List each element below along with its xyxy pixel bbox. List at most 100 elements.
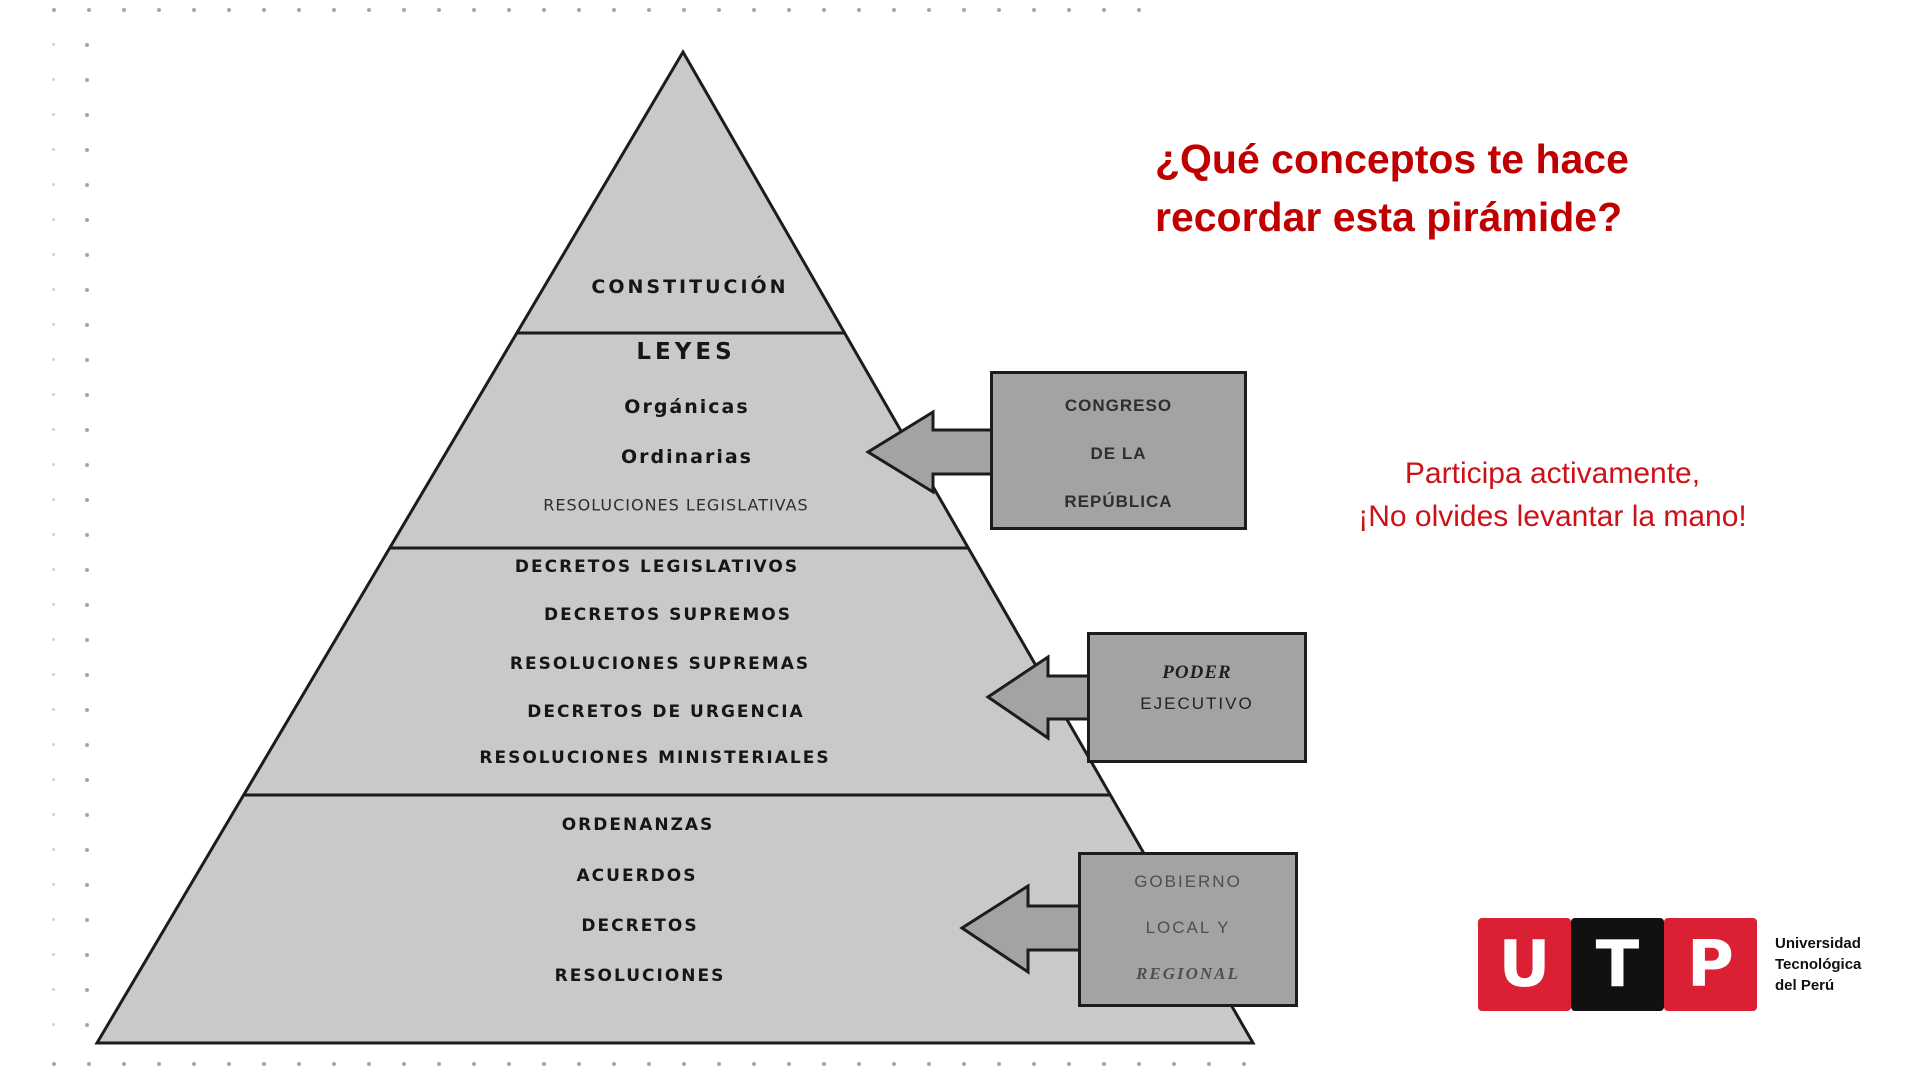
grid-dot [227,8,231,12]
grid-dot [52,533,55,536]
grid-dot [612,1062,616,1066]
grid-dot [85,778,89,782]
pyramid-label-decretos-legislativos: DECRETOS LEGISLATIVOS [514,557,800,577]
grid-dot [367,1062,371,1066]
grid-dot [52,183,55,186]
grid-dot [1207,1062,1211,1066]
pyramid-label-resoluciones-legislativas: RESOLUCIONES LEGISLATIVAS [543,495,809,515]
grid-dot [52,568,55,571]
grid-dot [87,8,91,12]
grid-dot [52,288,55,291]
grid-dot [85,183,89,187]
grid-dot [1102,1062,1106,1066]
grid-dot [85,393,89,397]
grid-dot [52,113,55,116]
pyramid-label-resoluciones: RESOLUCIONES [554,966,726,986]
grid-dot [332,8,336,12]
callout-gobierno-line-2: LOCAL Y [1145,918,1231,937]
grid-dot [52,78,55,81]
callout-ejecutivo-line-2: EJECUTIVO [1140,694,1254,713]
grid-dot [52,883,55,886]
participation-note-line-1: Participa activamente, [1404,457,1701,490]
grid-dot [402,8,406,12]
grid-dot [85,568,89,572]
grid-dot [85,43,89,47]
grid-dot [717,1062,721,1066]
grid-dot [85,253,89,257]
grid-dot [52,848,55,851]
pyramid-label-leyes: LEYES [636,339,736,365]
grid-dot [962,8,966,12]
grid-dot [52,918,55,921]
pyramid-label-decretos-supremos: DECRETOS SUPREMOS [544,605,792,625]
grid-dot [52,778,55,781]
grid-dot [892,1062,896,1066]
grid-dot [297,1062,301,1066]
grid-dot [927,1062,931,1066]
grid-dot [227,1062,231,1066]
grid-dot [52,253,55,256]
grid-dot [682,1062,686,1066]
grid-dot [857,8,861,12]
logo-wordmark-line-2: Tecnológica [1775,956,1862,973]
grid-dot [85,953,89,957]
grid-dot [1067,1062,1071,1066]
grid-dot [85,323,89,327]
grid-dot [52,323,55,326]
grid-dot [87,1062,91,1066]
question-title: ¿Qué conceptos te hace recordar esta pir… [1155,130,1629,246]
callout-congreso: CONGRESO DE LA REPÚBLICA [990,371,1247,530]
grid-dot [1102,8,1106,12]
grid-dot [52,988,55,991]
grid-dot [192,8,196,12]
grid-dot [542,8,546,12]
grid-dot [997,1062,1001,1066]
grid-dot [52,743,55,746]
participation-note-line-2: ¡No olvides levantar la mano! [1358,500,1747,533]
pyramid-label-ordinarias: Ordinarias [621,446,753,468]
grid-dot [85,218,89,222]
grid-dot [577,1062,581,1066]
grid-dot [507,8,511,12]
grid-dot [85,743,89,747]
grid-dot [577,8,581,12]
grid-dot [437,1062,441,1066]
question-title-line-2: recordar esta pirámide? [1155,194,1623,240]
logo-wordmark-line-3: del Perú [1775,977,1835,994]
callout-poder-ejecutivo: PODER EJECUTIVO [1087,632,1307,763]
grid-dot [1032,1062,1036,1066]
grid-dot [647,1062,651,1066]
grid-dot [52,393,55,396]
grid-dot [85,358,89,362]
grid-dot [85,78,89,82]
grid-dot [157,8,161,12]
grid-dot [612,8,616,12]
grid-dot [892,8,896,12]
pyramid-label-organicas: Orgánicas [624,396,750,418]
grid-dot [85,638,89,642]
pyramid-label-decretos-de-urgencia: DECRETOS DE URGENCIA [527,702,805,722]
grid-dot [262,8,266,12]
callout-gobierno-line-3: REGIONAL [1136,964,1240,983]
grid-dot [52,218,55,221]
grid-dot [85,603,89,607]
grid-dot [962,1062,966,1066]
logo-wordmark-line-1: Universidad [1775,935,1861,952]
logo-block-p: P [1664,918,1757,1011]
grid-dot [157,1062,161,1066]
grid-dot [262,1062,266,1066]
pyramid-label-acuerdos: ACUERDOS [576,866,698,886]
grid-dot [192,1062,196,1066]
grid-dot [85,673,89,677]
grid-dot [85,463,89,467]
grid-dot [822,1062,826,1066]
grid-dot [647,8,651,12]
grid-dot [437,8,441,12]
utp-logo: U T P Universidad Tecnológica del Perú [1478,918,1861,1011]
grid-dot [542,1062,546,1066]
callout-gobierno-line-1: GOBIERNO [1134,872,1242,891]
grid-dot [85,988,89,992]
grid-dot [857,1062,861,1066]
grid-dot [682,8,686,12]
